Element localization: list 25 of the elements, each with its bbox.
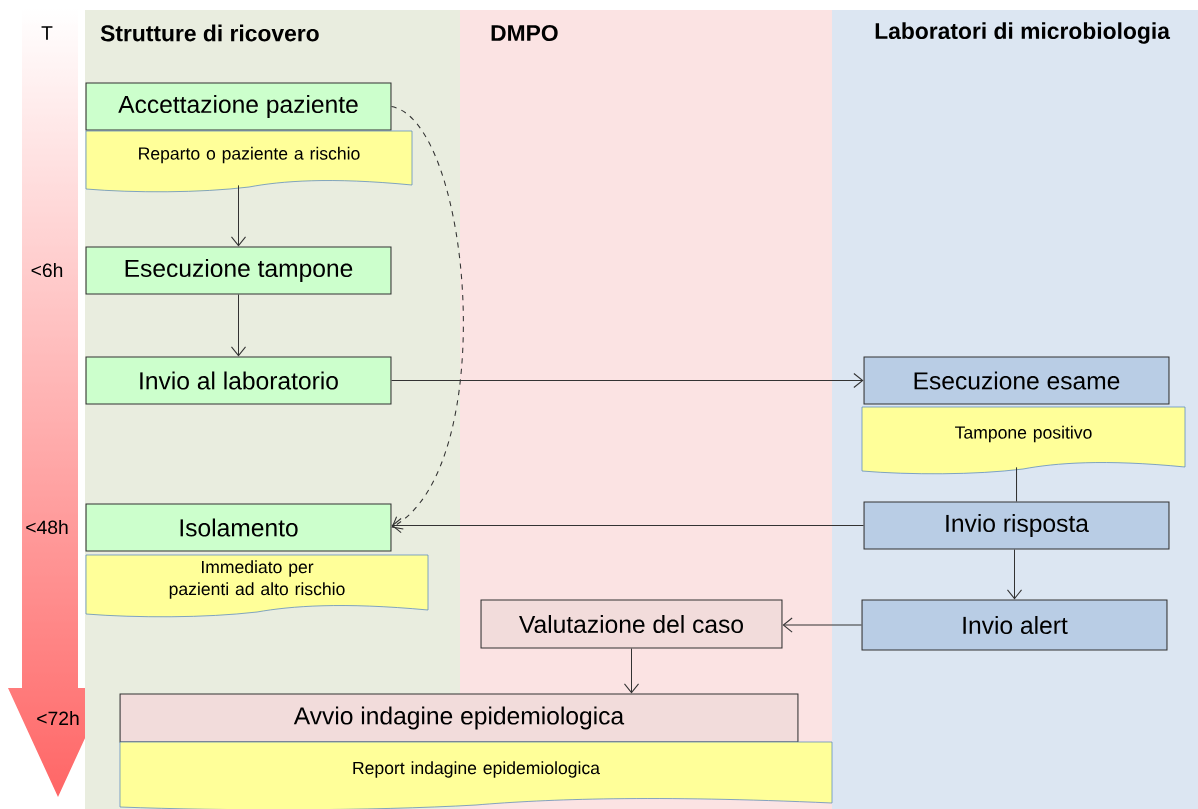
arrow	[230, 184, 247, 247]
process-box: Isolamento	[85, 503, 392, 552]
time-label: T	[41, 26, 53, 40]
arrow	[623, 648, 640, 694]
process-box: Valutazione del caso	[480, 599, 783, 649]
note-box: Reparto o paziente a rischio	[85, 130, 413, 193]
arrow	[391, 517, 865, 534]
time-label: <6h	[31, 262, 63, 278]
arrow	[1006, 549, 1023, 600]
arrow	[390, 106, 464, 530]
arrow	[230, 294, 247, 357]
time-label: <72h	[37, 711, 79, 725]
process-box: Esecuzione tampone	[85, 246, 392, 295]
process-box: Invio alert	[861, 599, 1168, 651]
note-box: Tampone positivo	[861, 406, 1186, 475]
process-box: Avvio indagine epidemiologica	[119, 693, 799, 743]
process-box: Accettazione paziente	[85, 82, 392, 131]
time-label: <48h	[26, 519, 68, 535]
note-box: Report indagine epidemiologica	[119, 741, 833, 809]
process-box: Esecuzione esame	[863, 356, 1170, 405]
process-box: Invio risposta	[863, 501, 1170, 550]
note-box: Immediato per pazienti ad alto rischio	[85, 554, 429, 618]
arrow	[782, 617, 863, 633]
arrow	[390, 372, 864, 389]
process-box: Invio al laboratorio	[85, 356, 392, 405]
